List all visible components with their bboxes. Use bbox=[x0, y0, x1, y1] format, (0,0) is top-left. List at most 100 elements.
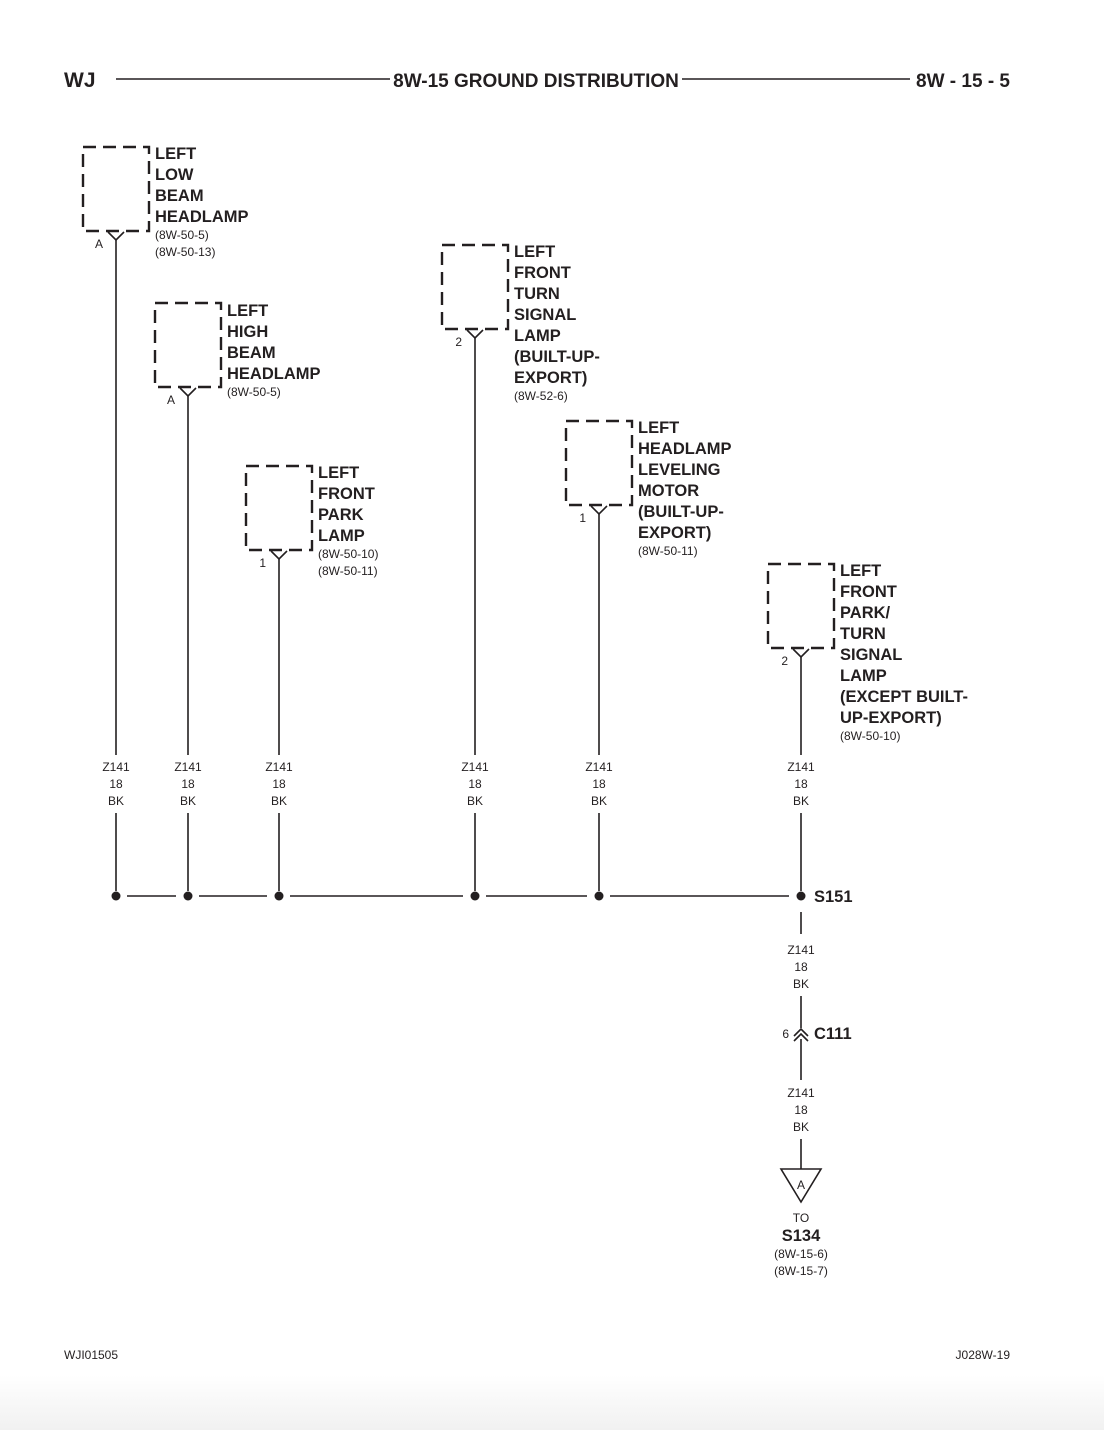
drawing-number: J028W-19 bbox=[956, 1348, 1011, 1362]
component-outline bbox=[564, 419, 634, 507]
component-name-line: EXPORT) bbox=[638, 524, 711, 542]
component-page-ref: (8W-50-5) bbox=[155, 228, 209, 242]
component-name-line: HEADLAMP bbox=[155, 208, 249, 226]
connector-pin: A bbox=[95, 237, 103, 251]
ground-bus: S151 bbox=[111, 888, 853, 906]
wire-color: BK bbox=[793, 1120, 809, 1134]
wire-circuit: Z141 bbox=[787, 943, 815, 957]
component-name-line: LEFT bbox=[227, 302, 268, 320]
component-name-line: LAMP bbox=[318, 527, 365, 545]
component-page-ref: (8W-52-6) bbox=[514, 389, 568, 403]
connector-chevron-upper bbox=[793, 1027, 809, 1037]
component-name-line: (EXCEPT BUILT- bbox=[840, 688, 968, 706]
component-name-line: LEFT bbox=[318, 464, 359, 482]
component-name-line: HEADLAMP bbox=[638, 440, 732, 458]
wire-gauge: 18 bbox=[272, 777, 286, 791]
component-name-line: LEVELING bbox=[638, 461, 721, 479]
reference-triangle-icon bbox=[779, 1168, 823, 1204]
component-name-line: LEFT bbox=[155, 145, 196, 163]
connector-label: C111 bbox=[814, 1025, 852, 1043]
reference-target: S134 bbox=[782, 1227, 821, 1245]
component-outline bbox=[81, 145, 151, 233]
wire-color: BK bbox=[793, 794, 809, 808]
wire-circuit: Z141 bbox=[787, 1086, 815, 1100]
connector-chevron-lower bbox=[793, 1032, 809, 1042]
component-page-ref: (8W-50-10) bbox=[318, 547, 378, 561]
component-name-line: LAMP bbox=[514, 327, 561, 345]
wire-color: BK bbox=[180, 794, 196, 808]
connector-pin: 6 bbox=[782, 1027, 789, 1041]
connector-terminal-icon bbox=[270, 550, 288, 561]
wire-color: BK bbox=[793, 977, 809, 991]
connector-terminal-icon bbox=[590, 505, 608, 516]
reference-to: TO bbox=[793, 1211, 809, 1225]
component-outline bbox=[153, 301, 223, 389]
component-name-line: FRONT bbox=[840, 583, 897, 601]
component-name-line: BEAM bbox=[227, 344, 276, 362]
trunk-wire: Z141 18 BK 6 C111 Z141 18 BK A TO S134 (… bbox=[774, 912, 852, 1278]
component-page-ref: (8W-50-10) bbox=[840, 729, 900, 743]
splice-dot bbox=[183, 891, 193, 901]
component-name-line: LEFT bbox=[638, 419, 679, 437]
component-name-line: (BUILT-UP- bbox=[514, 348, 600, 366]
page-footer: WJI01505 J028W-19 bbox=[64, 1348, 1010, 1362]
reference-letter: A bbox=[797, 1178, 805, 1192]
connector-pin: 1 bbox=[579, 511, 586, 525]
component-name-line: FRONT bbox=[318, 485, 375, 503]
splice-dot bbox=[274, 891, 284, 901]
component-name-line: PARK bbox=[318, 506, 364, 524]
wire-color: BK bbox=[108, 794, 124, 808]
component-3: LEFTFRONTPARKLAMP(8W-50-10)(8W-50-11)1Z1… bbox=[244, 464, 378, 891]
wire-color: BK bbox=[467, 794, 483, 808]
component-outline bbox=[766, 562, 836, 650]
wire-gauge: 18 bbox=[794, 960, 808, 974]
connector-pin: A bbox=[167, 393, 175, 407]
wire-circuit: Z141 bbox=[265, 760, 293, 774]
wire-gauge: 18 bbox=[592, 777, 606, 791]
wire-circuit: Z141 bbox=[102, 760, 130, 774]
component-name-line: MOTOR bbox=[638, 482, 699, 500]
component-name-line: PARK/ bbox=[840, 604, 891, 622]
component-name-line: LAMP bbox=[840, 667, 887, 685]
component-page-ref: (8W-50-13) bbox=[155, 245, 215, 259]
component-name-line: BEAM bbox=[155, 187, 204, 205]
vehicle-code: WJ bbox=[64, 69, 96, 92]
splice-label: S151 bbox=[814, 888, 853, 906]
component-page-ref: (8W-50-11) bbox=[638, 544, 698, 558]
wire-color: BK bbox=[271, 794, 287, 808]
component-page-ref: (8W-50-5) bbox=[227, 385, 281, 399]
wire-circuit: Z141 bbox=[461, 760, 489, 774]
component-4: LEFT FRONT TURN SIGNAL LAMP (BUILT-UP- EXPORT)… bbox=[440, 243, 600, 891]
component-name-line: FRONT bbox=[514, 264, 571, 282]
component-name-line: TURN bbox=[840, 625, 886, 643]
connector-terminal-icon bbox=[179, 387, 197, 398]
connector-c111: 6 C111 bbox=[782, 1025, 851, 1043]
wire-gauge: 18 bbox=[794, 1103, 808, 1117]
reference-page: (8W-15-7) bbox=[774, 1264, 828, 1278]
wire-circuit: Z141 bbox=[174, 760, 202, 774]
connector-terminal-icon bbox=[107, 231, 125, 242]
page-title: 8W-15 GROUND DISTRIBUTION bbox=[393, 71, 679, 92]
connector-terminal-icon bbox=[466, 329, 484, 340]
component-name-line: LEFT bbox=[840, 562, 881, 580]
splice-dot bbox=[594, 891, 604, 901]
splice-dot bbox=[796, 891, 806, 901]
wire-gauge: 18 bbox=[468, 777, 482, 791]
component-name-line: SIGNAL bbox=[514, 306, 576, 324]
connector-pin: 2 bbox=[781, 654, 788, 668]
component-5: LEFTHEADLAMPLEVELINGMOTOR(BUILT-UP-EXPOR… bbox=[564, 419, 732, 891]
figure-id: WJI01505 bbox=[64, 1348, 118, 1362]
component-name-line: HIGH bbox=[227, 323, 268, 341]
wire-gauge: 18 bbox=[794, 777, 808, 791]
wire-gauge: 18 bbox=[109, 777, 123, 791]
page-number: 8W - 15 - 5 bbox=[916, 71, 1010, 92]
component-name-line: EXPORT) bbox=[514, 369, 587, 387]
wire-color: BK bbox=[591, 794, 607, 808]
connector-terminal-icon bbox=[792, 648, 810, 659]
component-name-line: LEFT bbox=[514, 243, 555, 261]
component-name-line: TURN bbox=[514, 285, 560, 303]
component-outline bbox=[440, 243, 510, 331]
